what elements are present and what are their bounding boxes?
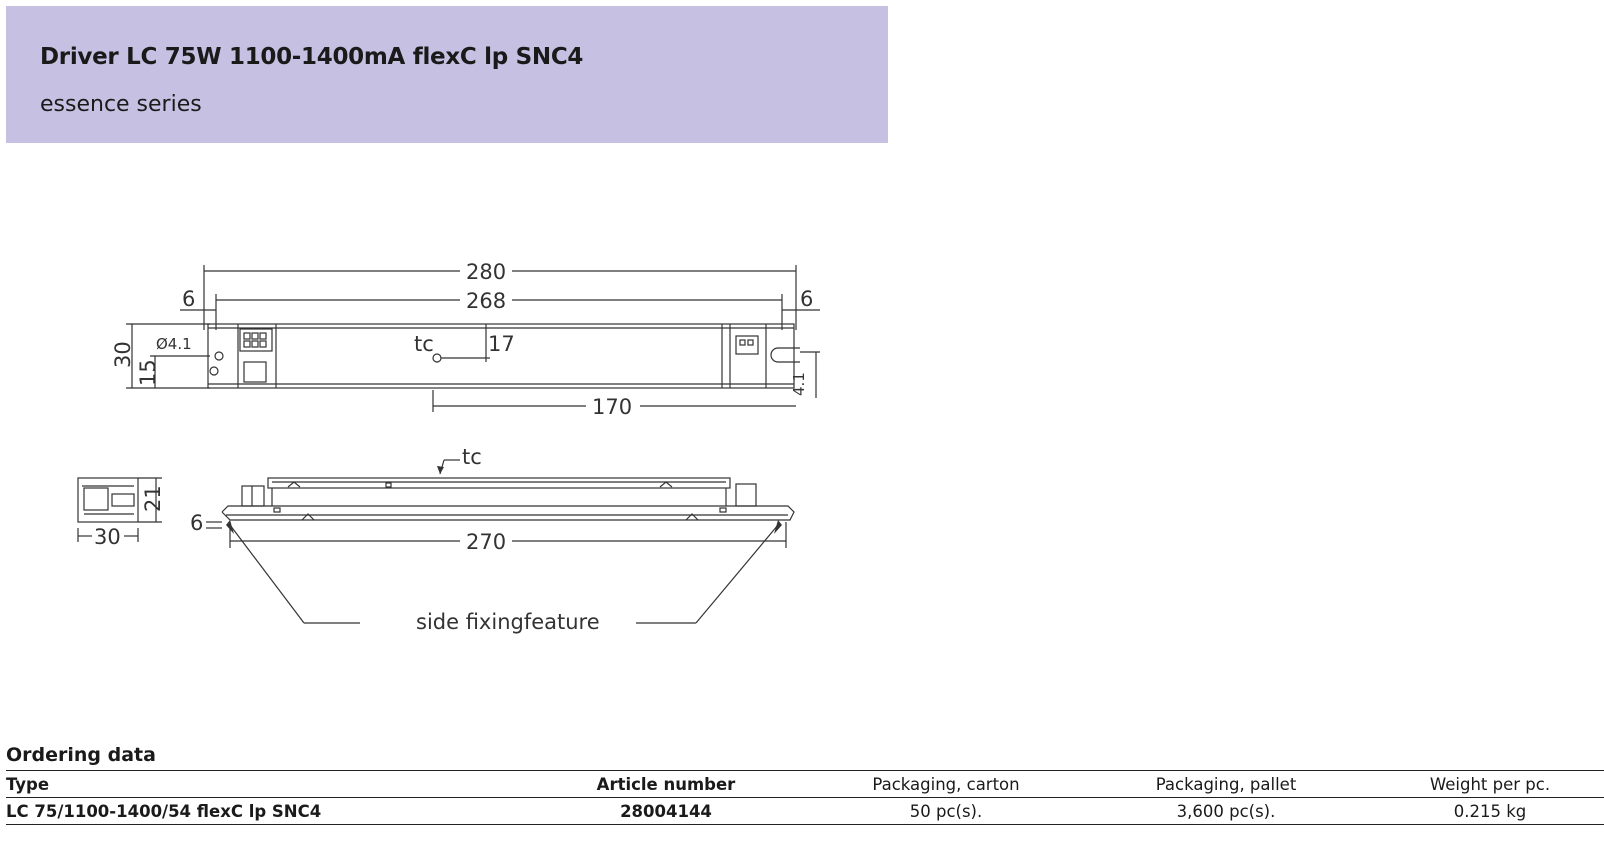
- ordering-data-section: Ordering data Type Article number Packag…: [6, 742, 1604, 825]
- cell-type: LC 75/1100-1400/54 flexC lp SNC4: [6, 797, 516, 825]
- dim-height: 30: [111, 341, 135, 368]
- dim-end-width: 30: [94, 525, 121, 549]
- dim-left-margin: 6: [182, 287, 195, 311]
- tc-label-side: tc: [462, 445, 482, 469]
- cell-packaging-carton: 50 pc(s).: [816, 797, 1076, 825]
- dim-end-height: 21: [141, 485, 165, 512]
- col-weight: Weight per pc.: [1376, 770, 1604, 798]
- product-title: Driver LC 75W 1100-1400mA flexC lp SNC4: [40, 44, 584, 70]
- cell-packaging-pallet: 3,600 pc(s).: [1076, 797, 1376, 825]
- dim-tc-distance: 170: [592, 395, 632, 419]
- cell-article-number: 28004144: [516, 797, 816, 825]
- col-article-number: Article number: [516, 770, 816, 798]
- product-series: essence series: [40, 92, 202, 117]
- side-fixing-feature-label: side fixingfeature: [416, 610, 600, 634]
- ordering-heading: Ordering data: [6, 744, 156, 766]
- dim-flange: 6: [190, 511, 203, 535]
- technical-drawing: 280 268 6 6 30 15 Ø4.1 tc 17 170 4.1 tc …: [77, 260, 820, 634]
- dim-hole-diameter: Ø4.1: [156, 335, 192, 353]
- dim-tc-offset: 17: [488, 332, 515, 356]
- cell-weight: 0.215 kg: [1376, 797, 1604, 825]
- dim-slot-width: 4.1: [790, 372, 808, 396]
- dim-inner-length: 268: [466, 289, 506, 313]
- table-header-row: Type Article number Packaging, carton Pa…: [6, 770, 1604, 798]
- dim-hole-height: 15: [136, 359, 160, 386]
- dim-right-margin: 6: [800, 287, 813, 311]
- product-header: Driver LC 75W 1100-1400mA flexC lp SNC4 …: [6, 6, 888, 143]
- ordering-table: Type Article number Packaging, carton Pa…: [6, 770, 1604, 825]
- col-packaging-carton: Packaging, carton: [816, 770, 1076, 798]
- col-type: Type: [6, 770, 516, 798]
- dim-side-length: 270: [466, 530, 506, 554]
- col-packaging-pallet: Packaging, pallet: [1076, 770, 1376, 798]
- table-row: LC 75/1100-1400/54 flexC lp SNC4 2800414…: [6, 797, 1604, 825]
- tc-label-top: tc: [414, 332, 434, 356]
- dim-overall-length: 280: [466, 260, 506, 284]
